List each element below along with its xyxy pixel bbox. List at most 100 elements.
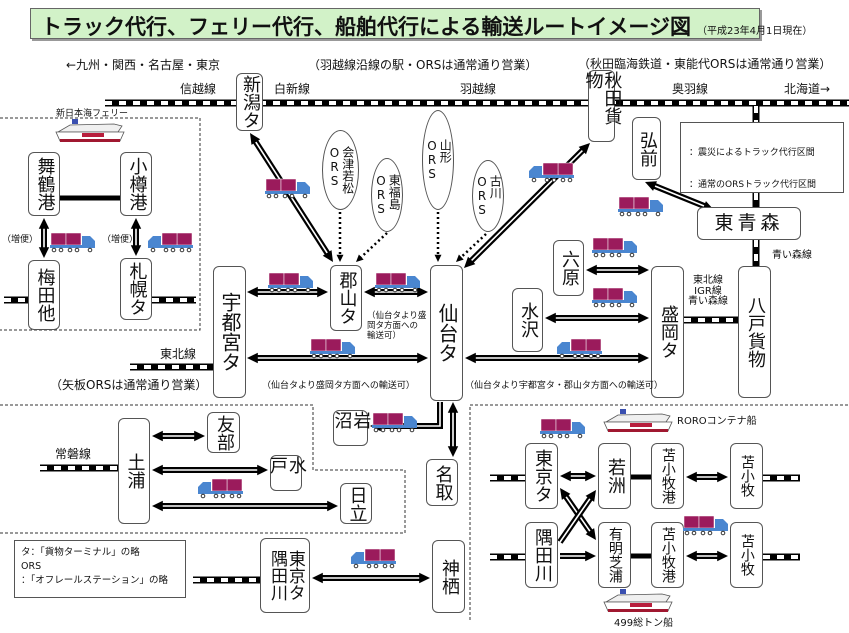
arrow-head bbox=[638, 312, 649, 324]
west-direction-label: ←九州・関西・名古屋・東京 bbox=[66, 58, 221, 72]
station-rokuhara: 六原 bbox=[553, 240, 584, 296]
arrow-tsuchiura-tomobe bbox=[152, 430, 205, 442]
station-mizusawa: 水沢 bbox=[512, 288, 543, 352]
uetsu-note: （羽越線沿線の駅・ORSは通常通り営業） bbox=[308, 58, 538, 72]
arrow-sumidagawa-ariake bbox=[560, 550, 596, 562]
arrow-head bbox=[364, 286, 375, 298]
arrow-head bbox=[717, 471, 728, 483]
arrow-head bbox=[465, 352, 476, 364]
zobin-label-otaru: （増便） bbox=[102, 235, 139, 245]
arrow-head bbox=[38, 218, 50, 229]
legend-quake-truck: ：震災によるトラック代行区間 bbox=[689, 148, 815, 158]
arrow-head bbox=[464, 256, 476, 268]
arrow-head bbox=[130, 245, 142, 256]
station-tomakomai-2: 苫小牧 bbox=[730, 522, 763, 588]
arrow-head bbox=[247, 286, 258, 298]
arrow-head bbox=[312, 572, 323, 584]
arrow-head bbox=[336, 254, 344, 262]
arrow-head bbox=[686, 471, 697, 483]
arrow-utsunomiya-sendai bbox=[247, 352, 428, 364]
arrow-head bbox=[585, 470, 596, 482]
arrow-head bbox=[247, 352, 258, 364]
arrow-head bbox=[638, 352, 649, 364]
roro-ship-label: ROROコンテナ船 bbox=[677, 416, 757, 427]
station-hirosaki: 弘前 bbox=[632, 117, 661, 180]
station-kamisu: 神栖 bbox=[432, 540, 465, 613]
station-higashiaomori: 東青森 bbox=[697, 207, 801, 240]
tohoku-igr-line-label: 東北線 IGR線 青い森線 bbox=[688, 275, 728, 307]
station-natori: 名取 bbox=[426, 459, 458, 506]
arrow-head bbox=[645, 181, 657, 191]
arrow-head bbox=[250, 133, 261, 145]
station-tokyo-terminal: 東京タ bbox=[525, 443, 558, 509]
zobin-label-maizuru: （増便） bbox=[2, 235, 39, 245]
arrow-head bbox=[585, 490, 596, 502]
arrow-tokyo-wakasu bbox=[560, 470, 596, 482]
arrow-head bbox=[130, 218, 142, 229]
station-sapporo: 札幌タ bbox=[120, 258, 152, 320]
station-umeda: 梅田他 bbox=[28, 260, 60, 330]
arrow-head bbox=[560, 488, 571, 500]
station-wakasu: 若洲 bbox=[598, 443, 631, 509]
yaita-note: （矢板ORSは通常通り営業） bbox=[50, 378, 208, 392]
tohoku-line-label: 東北線 bbox=[160, 347, 197, 361]
abbr-ors-desc: ：「オフレールステーション」の略 bbox=[21, 574, 169, 586]
ou-line-label: 奥羽線 bbox=[672, 82, 709, 96]
arrow-tsuchiura-mito bbox=[152, 464, 268, 476]
arrow-head bbox=[586, 264, 597, 276]
ferry-region-border bbox=[0, 117, 201, 331]
station-otaru: 小樽港 bbox=[120, 152, 152, 216]
station-akita: 秋田貨物 bbox=[583, 70, 622, 142]
ferry-label: 新日本海フェリー bbox=[56, 109, 129, 119]
ors-arrow-aizu bbox=[336, 212, 344, 262]
arrow-head bbox=[638, 264, 649, 276]
hokkaido-direction-label: 北海道→ bbox=[784, 82, 831, 96]
legend-normal-ors: ：通常のORSトラック代行区間 bbox=[689, 180, 817, 190]
station-ariake: 有明芝浦 bbox=[598, 522, 631, 588]
arrow-utsunomiya-koriyama bbox=[247, 286, 328, 298]
arrow-shaft-inner bbox=[253, 139, 330, 256]
bottom-right-region-border bbox=[469, 404, 849, 620]
arrow-head bbox=[417, 286, 428, 298]
arrow-head bbox=[585, 528, 596, 540]
arrow-sendai-morioka bbox=[465, 352, 649, 364]
arrow-head bbox=[370, 420, 381, 432]
arrow-head bbox=[322, 250, 333, 262]
arrow-koriyama-sendai bbox=[364, 286, 428, 298]
arrow-head bbox=[545, 312, 556, 324]
arrow-port-tomakomai-2 bbox=[686, 550, 728, 562]
station-koriyama: 郡山タ bbox=[330, 265, 362, 331]
arrow-rokuhara-morioka bbox=[586, 264, 649, 276]
arrow-sendai-natori bbox=[447, 402, 459, 457]
arrow-head bbox=[152, 500, 163, 512]
arrow-head bbox=[194, 430, 205, 442]
arrow-shaft bbox=[378, 402, 443, 429]
arrow-maizuru-umeda bbox=[38, 218, 50, 258]
ors-furukawa: 古川 ORS bbox=[472, 160, 504, 232]
aoimori-line-label: 青い森線 bbox=[772, 250, 812, 261]
arrow-head bbox=[152, 464, 163, 476]
arrow-head bbox=[560, 470, 571, 482]
arrow-head bbox=[327, 500, 338, 512]
dotted-line bbox=[459, 233, 487, 260]
joban-line-label: 常磐線 bbox=[55, 447, 92, 461]
dotted-line bbox=[359, 232, 388, 260]
station-sumidagawa-tokyo: 東京タ 隅田川 bbox=[260, 538, 310, 613]
arrow-head bbox=[447, 446, 459, 457]
station-tomakomai-port-2: 苫小牧港 bbox=[651, 522, 684, 588]
station-tomakomai-port-1: 苫小牧港 bbox=[651, 443, 684, 509]
arrow-port-tomakomai-1 bbox=[686, 471, 728, 483]
station-hachinohe: 八戸貨物 bbox=[738, 266, 771, 398]
arrow-head bbox=[434, 254, 442, 262]
legend: ：震災によるトラック代行区間 ：通常のORSトラック代行区間 bbox=[680, 122, 844, 193]
arrow-otaru-sapporo bbox=[130, 218, 142, 256]
arrow-head bbox=[419, 572, 430, 584]
uetsu-line-label: 羽越線 bbox=[460, 82, 497, 96]
arrow-sumidagawa-wakasu bbox=[557, 490, 596, 544]
station-tomobe: 友部 bbox=[207, 412, 240, 453]
date-note: （平成23年4月1日現在） bbox=[696, 26, 813, 37]
arrow-head bbox=[317, 286, 328, 298]
abbr-ors-title: ORS bbox=[21, 560, 42, 572]
arrow-head bbox=[686, 550, 697, 562]
station-morioka: 盛岡タ bbox=[651, 266, 684, 398]
